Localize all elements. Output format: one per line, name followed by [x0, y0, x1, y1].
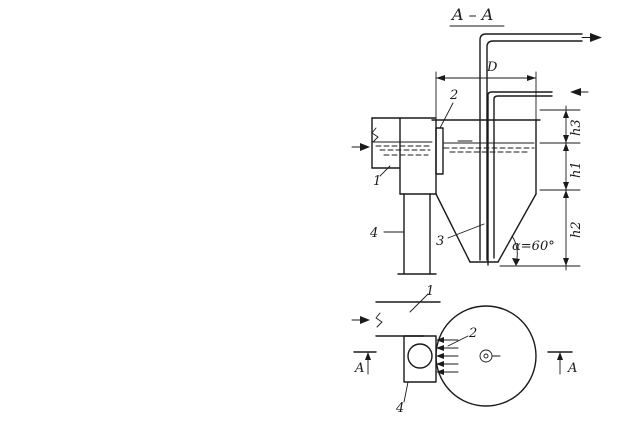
sludge-arrow — [570, 88, 581, 96]
section-marker-right: A — [547, 351, 577, 376]
cone-angle: α=60° — [511, 235, 555, 266]
sludge-pipe — [487, 88, 589, 266]
plan-flow-arrows — [436, 337, 459, 375]
label-h2: h2 — [569, 221, 584, 238]
section-marker-left: A — [353, 351, 377, 376]
leader-2-bottom — [447, 335, 469, 347]
label-4-top: 4 — [369, 226, 378, 241]
label-diameter: D — [486, 60, 498, 75]
label-1-bottom: 1 — [426, 284, 434, 299]
height-dimensions: h3 h1 h2 — [499, 105, 584, 271]
leader-4-bottom — [403, 381, 409, 403]
section-title: A – A — [450, 5, 493, 24]
outlet-pipe — [479, 33, 602, 261]
label-h1: h1 — [569, 161, 584, 178]
tank-cylinder — [431, 119, 541, 195]
outlet-arrow — [590, 33, 602, 42]
plan-center-dot — [483, 353, 489, 359]
label-a-left: A — [354, 361, 364, 376]
inlet-chamber — [371, 117, 437, 195]
label-4-bottom: 4 — [395, 401, 404, 416]
inlet-arrow — [351, 143, 370, 151]
label-2-bottom: 2 — [468, 326, 477, 341]
label-angle: α=60° — [512, 239, 555, 254]
water-level — [371, 140, 535, 156]
baffle-plate — [435, 127, 444, 175]
label-3: 3 — [436, 234, 444, 249]
plan-inlet-arrow — [360, 316, 370, 324]
support-column: 4 — [369, 193, 437, 275]
leader-3 — [447, 223, 485, 239]
tank-cone — [435, 193, 537, 263]
label-1-top: 1 — [373, 174, 381, 189]
leader-1-top — [379, 165, 391, 177]
plan-baffle-circle — [407, 343, 433, 369]
diameter-dimension: D — [435, 60, 537, 121]
leader-1-bottom — [409, 293, 429, 313]
plan-view: 1 2 4 A — [351, 284, 577, 416]
label-2-top: 2 — [449, 88, 458, 103]
plan-inlet-box — [403, 335, 437, 383]
label-h3: h3 — [569, 119, 584, 136]
label-a-right: A — [567, 361, 577, 376]
leader-2-top — [439, 102, 454, 129]
plan-center-pipe — [479, 349, 493, 363]
baffle: 2 — [435, 88, 458, 175]
